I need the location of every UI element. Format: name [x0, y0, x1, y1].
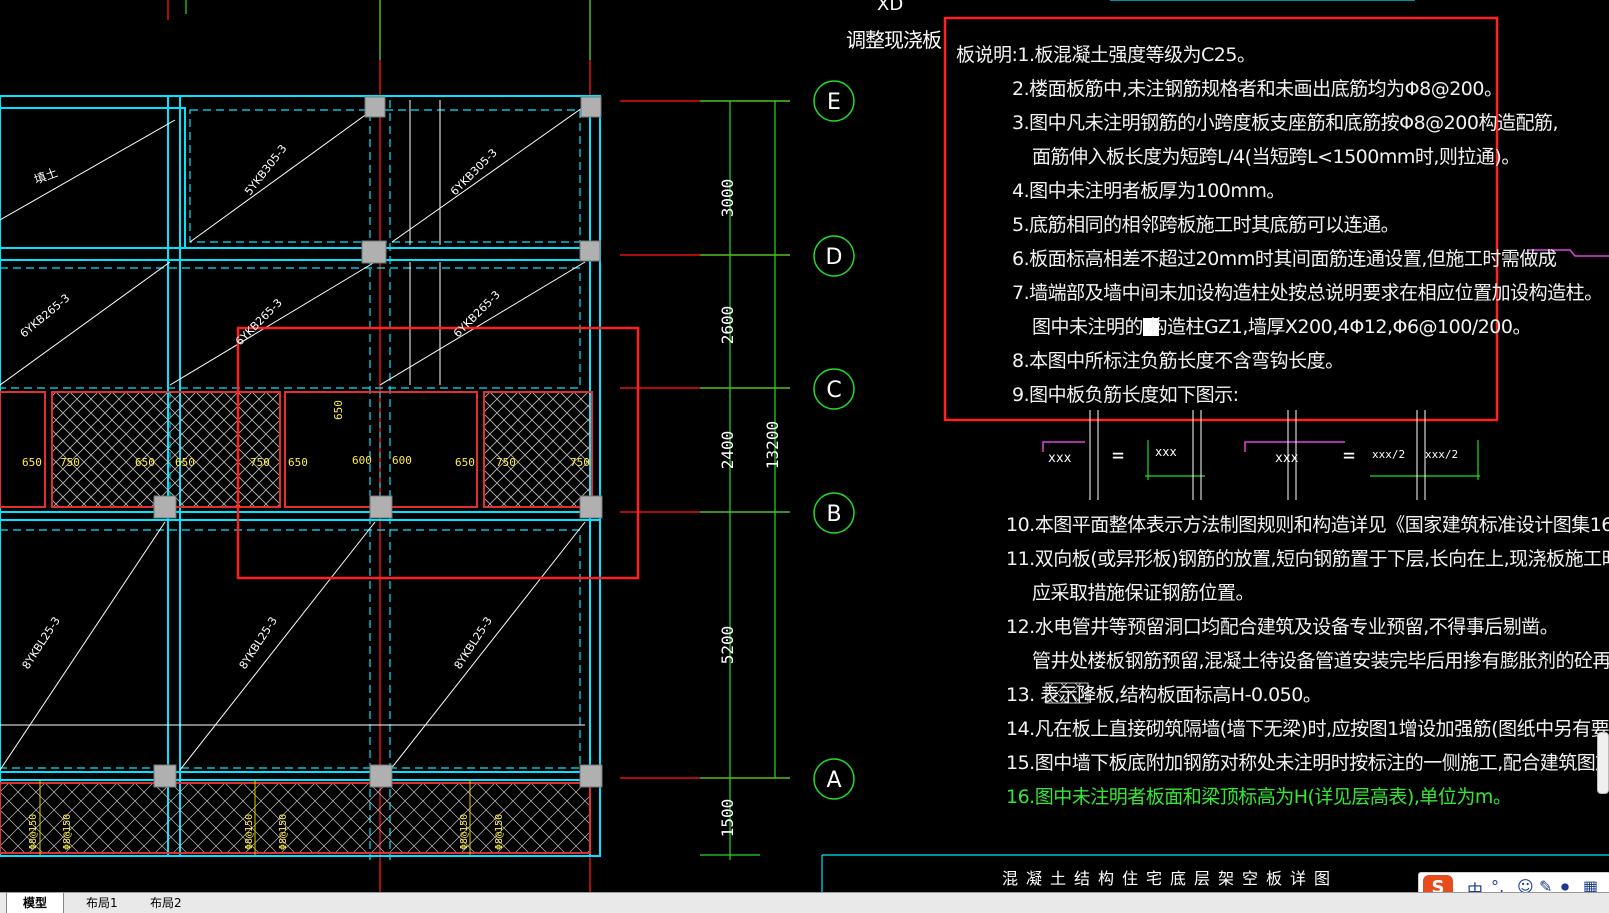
slab-code-8: 8YKBL25-3 [452, 615, 495, 672]
columns [153, 96, 603, 788]
note-13: 13. 表示降板,结构板面标高H-0.050。 [1006, 684, 1322, 706]
dim-2600: 2600 [718, 306, 737, 345]
note-6: 6.板面标高相差不超过20mm时其间面筋连通设置,但施工时需做成 [1012, 248, 1557, 270]
rebar-mark-4: 650 [175, 456, 195, 469]
rebar-bottom-4: Φ8@150 [278, 814, 289, 850]
highlight-box-plan [236, 326, 640, 580]
note-4: 4.图中未注明者板厚为100mm。 [1012, 180, 1285, 202]
slab-lines [0, 100, 586, 771]
dim-3000: 3000 [718, 179, 737, 218]
emoji-icon[interactable]: ☺ [1517, 877, 1534, 896]
slab-code-6: 8YKBL25-3 [20, 615, 63, 672]
diagram-xxx-left: xxx [1048, 451, 1072, 466]
diagram-half-2: xxx/2 [1425, 448, 1458, 461]
note-11: 11.双向板(或异形板)钢筋的放置,短向钢筋置于下层,长向在上,现浇板施工时, [1006, 548, 1609, 570]
slab-code-2: 6YKB305-3 [448, 146, 500, 198]
diagram-xxx-right: xxx [1155, 445, 1177, 459]
diagram-half-1: xxx/2 [1372, 448, 1405, 461]
xd-label: XD [877, 0, 904, 15]
slab-code-4: 6YKB265-3 [233, 296, 285, 348]
note-16: 16.图中未注明者板面和梁顶标高为H(详见层高表),单位为m。 [1006, 786, 1512, 808]
axis-labels: E D C B A [826, 90, 843, 793]
note-10: 10.本图平面整体表示方法制图规则和构造详见《国家建筑标准设计图集16G101-… [1006, 514, 1609, 536]
axis-label-d: D [826, 245, 843, 270]
note-3: 3.图中凡未注明钢筋的小跨度板支座筋和底筋按Φ8@200构造配筋, [1012, 112, 1558, 134]
axis-label-a: A [826, 768, 841, 793]
note-14: 14.凡在板上直接砌筑隔墙(墙下无梁)时,应按图1增设加强筋(图纸中另有要求者除… [1006, 718, 1609, 740]
rebar-mark-5: 650 [288, 456, 308, 469]
note-9: 9.图中板负筋长度如下图示: [1012, 384, 1239, 406]
axis-label-b: B [826, 502, 841, 527]
dim-1500: 1500 [718, 799, 737, 838]
note-5: 5.底筋相同的相邻跨板施工时其底筋可以连通。 [1012, 214, 1400, 236]
rebar-bottom-2: Φ8@150 [62, 814, 73, 850]
rebar-mark-9: 600 [392, 454, 412, 467]
note-11b: 应采取措施保证钢筋位置。 [1032, 582, 1255, 604]
axis-label-c: C [826, 378, 841, 403]
rebar-bottom-1: Φ8@150 [28, 814, 39, 850]
note-7: 7.墙端部及墙中间未加设构造柱处按总说明要求在相应位置加设构造柱。 [1012, 282, 1603, 304]
diagram-equals-2: = [1343, 443, 1355, 467]
note-1: 板说明:1.板混凝土强度等级为C25。 [956, 44, 1256, 66]
note-3b: 面筋伸入板长度为短跨L/4(当短跨L<1500mm时,则拉通)。 [1032, 146, 1520, 168]
note-15: 15.图中墙下板底附加钢筋对称处未注明时按标注的一侧施工,配合建筑图施工。 [1006, 752, 1609, 774]
hatched-areas [0, 391, 593, 855]
note-8: 8.本图中所标注负筋长度不含弯钩长度。 [1012, 350, 1344, 372]
vertical-scrollbar[interactable] [1597, 732, 1609, 794]
rebar-mark-12: 750 [570, 456, 590, 469]
fill-label: 填土 [32, 165, 59, 186]
rebar-mark-10: 650 [332, 400, 345, 420]
legend-hatch-swatch [1045, 682, 1089, 704]
title-block-text: 混凝土结构住宅底层架空板详图 [1002, 869, 1339, 888]
tab-model[interactable]: 模型 [6, 893, 65, 913]
rebar-mark-6: 750 [250, 456, 270, 469]
rebar-bottom-5: Φ8@150 [459, 814, 470, 850]
green-lines [185, 0, 790, 860]
dim-total: 13200 [763, 421, 782, 469]
blank-patch [1143, 318, 1159, 336]
ime-punct-toggle[interactable]: °, [1491, 877, 1505, 896]
rebar-mark-8: 600 [352, 454, 372, 467]
grid-menu-icon[interactable]: ▦ [1583, 877, 1599, 896]
note-12b: 管井处楼板钢筋预留,混凝土待设备管道安装完毕后用掺有膨胀剂的砼再浇筑。 [1032, 650, 1609, 672]
slab-code-3: 6YKB265-3 [18, 291, 73, 340]
note-7b: 图中未注明的 构造柱GZ1,墙厚X200,4Φ12,Φ6@100/200。 [1032, 316, 1531, 338]
rebar-mark-2: 750 [60, 456, 80, 469]
rebar-bottom-6: Φ8@150 [494, 814, 505, 850]
rebar-bottom-3: Φ8@150 [244, 814, 255, 850]
pen-icon[interactable]: ✎ [1539, 877, 1553, 896]
rebar-mark-7: 650 [455, 456, 475, 469]
diagram-xxx-mid: xxx [1275, 451, 1299, 466]
title-block-frame [821, 0, 1609, 892]
tab-layout1[interactable]: 布局1 [86, 896, 118, 910]
adjust-slab-label: 调整现浇板 [846, 28, 942, 52]
highlight-box-notes [943, 16, 1499, 422]
mic-icon[interactable]: ⏺ [1561, 877, 1570, 896]
rebar-mark-3: 650 [135, 456, 155, 469]
tab-layout2[interactable]: 布局2 [150, 896, 182, 910]
dim-5200: 5200 [718, 626, 737, 665]
rebar-marks: 650 750 650 650 650 750 650 600 600 650 … [22, 400, 590, 469]
note-12: 12.水电管井等预留洞口均配合建筑及设备专业预留,不得事后剔凿。 [1006, 616, 1559, 638]
axis-bubbles [813, 80, 855, 800]
diagram-equals-1: = [1112, 443, 1124, 467]
slab-code-1: 5YKB305-3 [242, 142, 289, 198]
dimension-texts: 3000 2600 2400 5200 1500 13200 [718, 179, 782, 838]
rebar-mark-11: 750 [496, 456, 516, 469]
rebar-bottom: Φ8@150 Φ8@150 Φ8@150 Φ8@150 Φ8@150 Φ8@15… [28, 814, 505, 850]
dim-2400: 2400 [718, 431, 737, 470]
slab-code-5: 6YKB265-3 [451, 288, 503, 340]
slab-code-7: 8YKBL25-3 [237, 615, 280, 672]
rebar-diagram: xxx = xxx xxx = xxx/2 xxx/2 [1042, 249, 1609, 500]
rebar-mark-1: 650 [22, 456, 42, 469]
layout-tab-bar: 模型 布局1 布局2 [0, 892, 1609, 913]
axis-label-e: E [827, 90, 841, 115]
note-2: 2.楼面板筋中,未注钢筋规格者和未画出底筋均为Φ8@200。 [1012, 78, 1503, 100]
